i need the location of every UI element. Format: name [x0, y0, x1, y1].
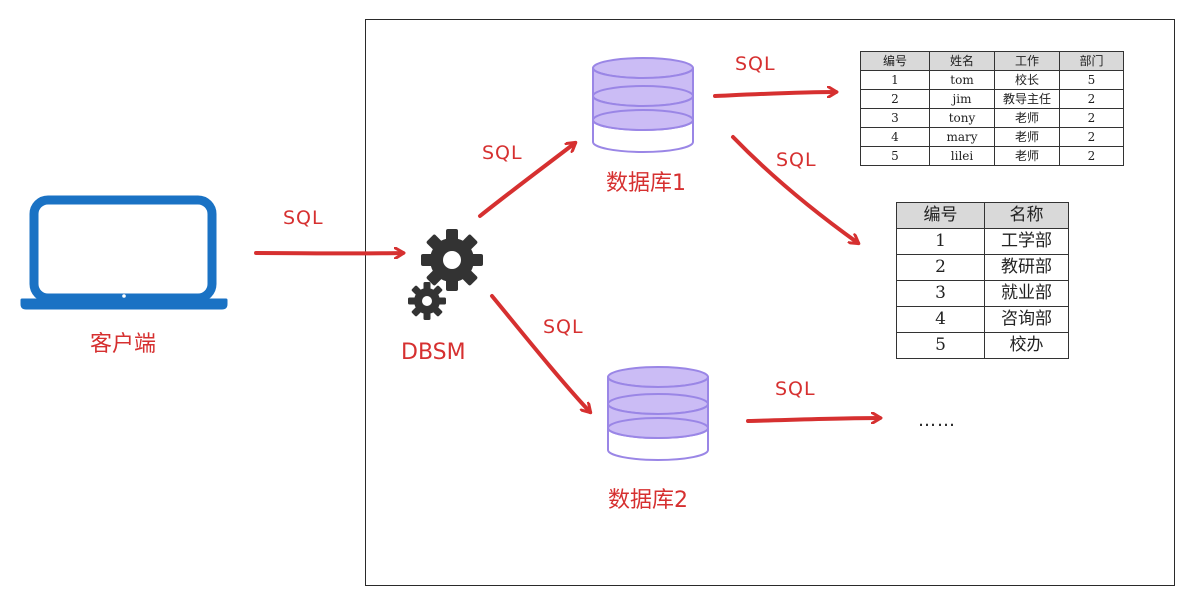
table-row: 5 校办 [896, 332, 1069, 359]
table-header-cell: 编号 [896, 202, 985, 229]
table-header-row: 编号 姓名 工作 部门 [860, 51, 1124, 71]
table-header-cell: 部门 [1059, 51, 1124, 71]
table-cell: 咨询部 [984, 306, 1069, 333]
more-ellipsis: …… [918, 410, 956, 431]
table-cell: lilei [929, 146, 995, 166]
table-cell: 校办 [984, 332, 1069, 359]
table-cell: 5 [860, 146, 930, 166]
table-cell: 校长 [994, 70, 1060, 90]
database-2-label: 数据库2 [608, 488, 688, 513]
table-cell: 工学部 [984, 228, 1069, 255]
table-cell: 4 [896, 306, 985, 333]
table-cell: 老师 [994, 127, 1060, 147]
table-row: 2 jim 教导主任 2 [860, 89, 1124, 109]
database-1-label: 数据库1 [606, 171, 686, 196]
table-cell: 老师 [994, 108, 1060, 128]
arrow-dbms-to-db1 [478, 143, 575, 218]
database-1-icon [592, 57, 694, 153]
table-row: 4 mary 老师 2 [860, 127, 1124, 147]
table-cell: 3 [860, 108, 930, 128]
sql-label-more: SQL [775, 378, 816, 400]
table-row: 2 教研部 [896, 254, 1069, 281]
table-header-row: 编号 名称 [896, 202, 1069, 229]
database-2-icon [607, 366, 709, 461]
table-cell: tony [929, 108, 995, 128]
table-cell: 4 [860, 127, 930, 147]
table-cell: 1 [896, 228, 985, 255]
table-cell: 3 [896, 280, 985, 307]
laptop-icon [20, 195, 228, 310]
table-cell: 5 [1059, 70, 1124, 90]
table-header-cell: 名称 [984, 202, 1069, 229]
table-cell: 就业部 [984, 280, 1069, 307]
employee-table: 编号 姓名 工作 部门 1 tom 校长 5 2 jim 教导主任 2 3 to… [860, 51, 1124, 166]
table-cell: mary [929, 127, 995, 147]
table-cell: 教导主任 [994, 89, 1060, 109]
sql-label-table1: SQL [735, 53, 776, 75]
system-boundary [365, 19, 1175, 586]
table-header-cell: 姓名 [929, 51, 995, 71]
table-cell: 教研部 [984, 254, 1069, 281]
sql-label-client: SQL [283, 207, 324, 229]
dbms-label: DBSM [401, 340, 466, 365]
table-row: 3 就业部 [896, 280, 1069, 307]
sql-label-db1: SQL [482, 142, 523, 164]
table-cell: 1 [860, 70, 930, 90]
arrow-db2-to-more [746, 418, 880, 421]
sql-label-table2: SQL [776, 149, 817, 171]
table-header-cell: 工作 [994, 51, 1060, 71]
table-row: 1 tom 校长 5 [860, 70, 1124, 90]
table-row: 3 tony 老师 2 [860, 108, 1124, 128]
table-cell: 2 [1059, 127, 1124, 147]
table-cell: 2 [1059, 89, 1124, 109]
table-row: 4 咨询部 [896, 306, 1069, 333]
table-cell: tom [929, 70, 995, 90]
arrow-db1-to-table1 [713, 92, 836, 96]
gears-icon [408, 229, 483, 320]
table-cell: 5 [896, 332, 985, 359]
department-table: 编号 名称 1 工学部 2 教研部 3 就业部 4 咨询部 5 校办 [896, 202, 1069, 359]
table-cell: 2 [860, 89, 930, 109]
arrow-dbms-to-db2 [490, 294, 590, 412]
client-label: 客户端 [90, 332, 157, 357]
table-cell: 老师 [994, 146, 1060, 166]
table-cell: 2 [896, 254, 985, 281]
table-cell: 2 [1059, 146, 1124, 166]
table-header-cell: 编号 [860, 51, 930, 71]
table-row: 5 lilei 老师 2 [860, 146, 1124, 166]
sql-label-db2: SQL [543, 316, 584, 338]
table-cell: jim [929, 89, 995, 109]
arrow-db1-to-table2 [731, 135, 858, 243]
table-cell: 2 [1059, 108, 1124, 128]
table-row: 1 工学部 [896, 228, 1069, 255]
